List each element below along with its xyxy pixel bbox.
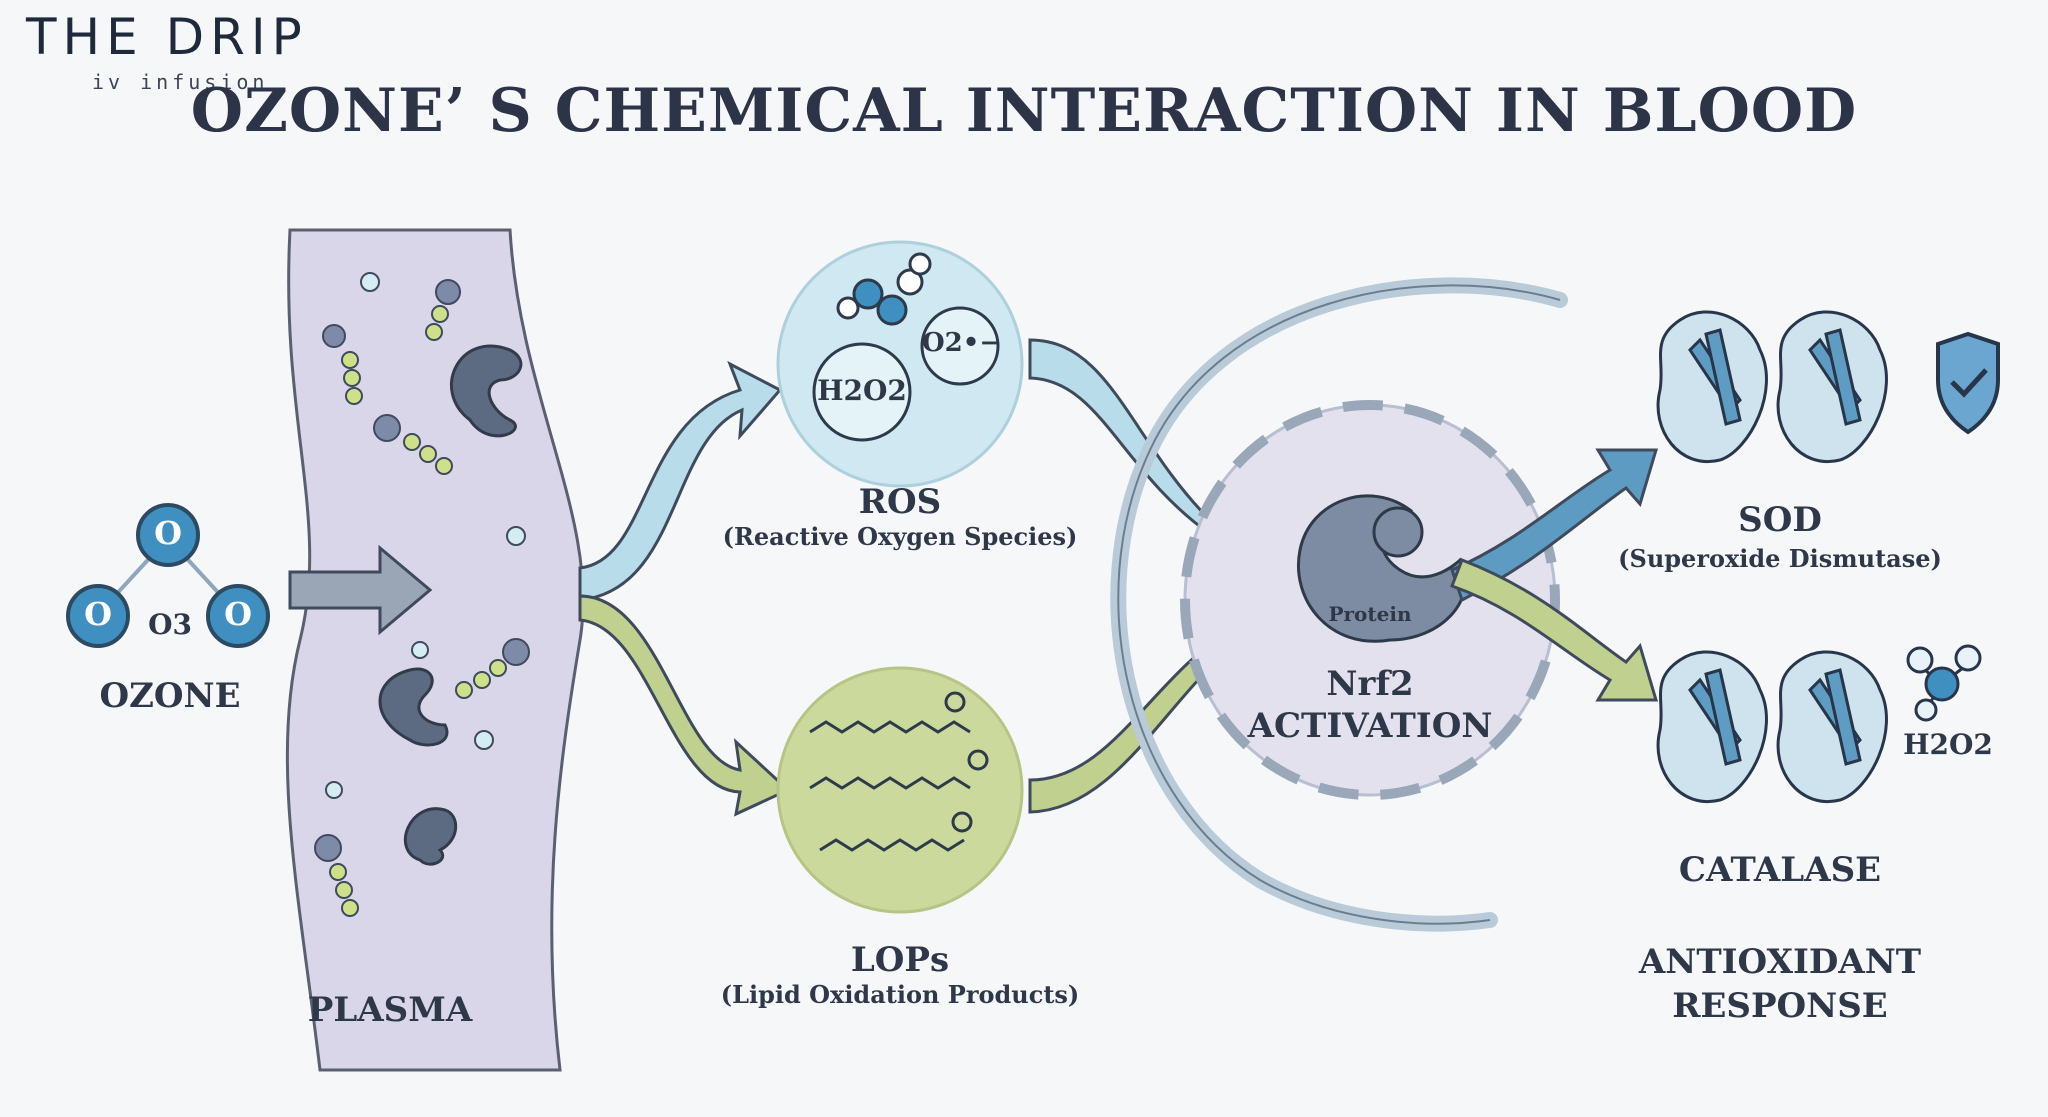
ozone-arrow xyxy=(288,544,433,636)
ozone-atom-label-left: O xyxy=(84,595,112,633)
plasma-label: PLASMA xyxy=(307,990,473,1030)
ozone-atom-label-top: O xyxy=(154,514,182,552)
page-title: OZONE’ S CHEMICAL INTERACTION IN BLOOD xyxy=(190,76,1858,146)
sod-sublabel: (Superoxide Dismutase) xyxy=(1618,544,1942,573)
ros-sublabel: (Reactive Oxygen Species) xyxy=(722,522,1078,551)
nrf2-label: Nrf2 xyxy=(1326,664,1414,704)
ros-label: ROS xyxy=(858,482,942,522)
arrow-to-catalase xyxy=(1450,558,1659,702)
lops-label: LOPs xyxy=(850,940,950,980)
ozone-label: OZONE xyxy=(99,676,241,716)
response-label: RESPONSE xyxy=(1672,986,1888,1026)
catalase-h2o2-label: H2O2 xyxy=(1903,728,1993,761)
ros-h2o2-label: H2O2 xyxy=(817,374,907,407)
lops-circle xyxy=(776,666,1024,914)
plasma-vessel xyxy=(285,228,585,1072)
antioxidant-label: ANTIOXIDANT xyxy=(1638,942,1922,982)
brand-tagline: iv infusion xyxy=(92,70,269,94)
arrow-to-ros xyxy=(578,360,783,602)
brand-logo: THE DRIP xyxy=(26,8,308,66)
catalase-label: CATALASE xyxy=(1678,850,1882,890)
nrf2-activation-label: ACTIVATION xyxy=(1247,706,1493,746)
lops-sublabel: (Lipid Oxidation Products) xyxy=(720,980,1080,1009)
plasma-proteins xyxy=(378,344,523,866)
sod-label: SOD xyxy=(1738,500,1822,540)
h2o2-molecule-icon xyxy=(1906,644,1982,722)
protein-label: Protein xyxy=(1328,602,1412,626)
catalase-structures xyxy=(1656,650,1888,803)
sod-structures xyxy=(1656,310,1888,463)
arrow-to-sod xyxy=(1450,448,1659,603)
ozone-molecule xyxy=(66,503,270,648)
shield-check-icon xyxy=(1936,331,2000,435)
arrow-to-lops xyxy=(578,594,791,817)
ozone-formula: O3 xyxy=(148,608,192,641)
ros-superoxide-label: O2•− xyxy=(922,328,1002,358)
ozone-atom-label-right: O xyxy=(224,595,252,633)
plasma-particles xyxy=(314,272,530,917)
cell xyxy=(1110,277,1568,932)
ros-circle xyxy=(776,240,1024,488)
